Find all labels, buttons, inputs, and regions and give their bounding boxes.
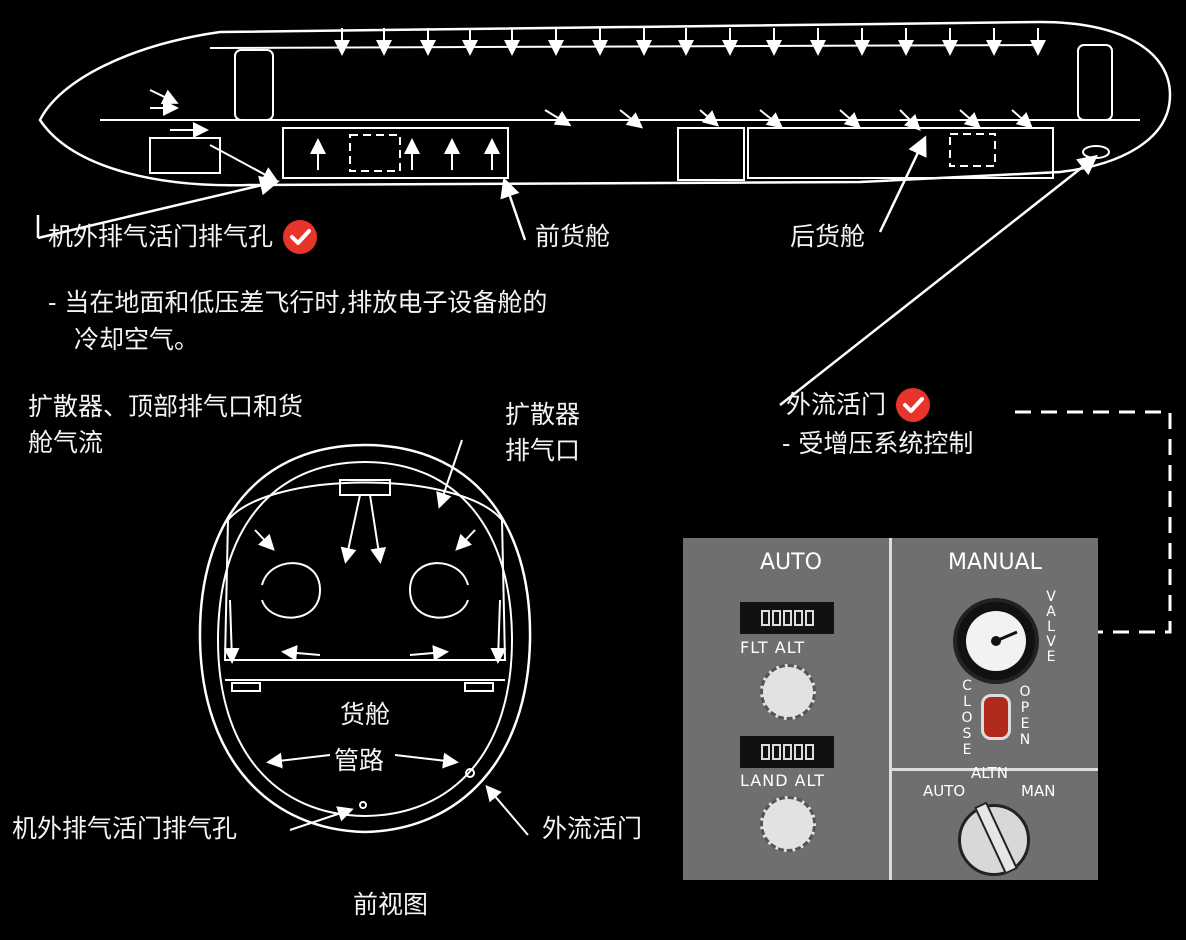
mode-selector-knob[interactable] (958, 801, 1030, 876)
exhaust-vent-label: 机外排气活门排气孔 (48, 219, 318, 256)
duct-label: 管路 (334, 746, 385, 775)
outflow-valve-front-label: 外流活门 (542, 814, 643, 843)
vent-note-line1: - 当在地面和低压差飞行时,排放电子设备舱的 (48, 288, 548, 317)
outflow-valve-label: 外流活门 (786, 387, 931, 424)
gauge-needle-icon (966, 611, 1026, 671)
outflow-valve-text: 外流活门 (786, 390, 887, 419)
airflow-title-line1: 扩散器、顶部排气口和货 (28, 392, 304, 421)
outflow-note: - 受增压系统控制 (782, 429, 974, 458)
manual-header: MANUAL (948, 550, 1042, 575)
exhaust-vent-front-label: 机外排气活门排气孔 (12, 814, 238, 843)
land-alt-knob[interactable] (760, 796, 816, 852)
mode-selector-pointer (974, 801, 1018, 875)
valve-position-gauge (953, 598, 1039, 684)
diffuser-label-line2: 排气口 (505, 436, 581, 465)
airflow-title-line2: 舱气流 (28, 428, 104, 457)
auto-header: AUTO (760, 550, 822, 575)
check-circle-icon (283, 219, 318, 254)
vent-note-line2: 冷却空气。 (74, 325, 200, 354)
flt-alt-knob[interactable] (760, 664, 816, 720)
aft-cargo-label: 后货舱 (790, 222, 866, 251)
mode-man-label: MAN (1021, 782, 1056, 800)
exhaust-vent-text: 机外排气活门排气孔 (48, 222, 274, 251)
flt-alt-display (740, 602, 834, 634)
diffuser-label-line1: 扩散器 (505, 400, 581, 429)
land-alt-display (740, 736, 834, 768)
panel-divider (892, 768, 1098, 771)
close-open-toggle[interactable] (981, 694, 1011, 740)
open-label: OPEN (1019, 684, 1031, 748)
valve-label: VALVE (1046, 589, 1056, 665)
altn-label: ALTN (971, 764, 1008, 782)
close-label: CLOSE (961, 678, 973, 758)
panel-divider (889, 538, 892, 880)
check-circle-icon (896, 387, 931, 422)
fwd-cargo-label: 前货舱 (535, 222, 611, 251)
land-alt-label: LAND ALT (740, 771, 826, 790)
flt-alt-label: FLT ALT (740, 638, 806, 657)
fuselage-side-view (36, 20, 1172, 406)
cargo-label: 货舱 (340, 700, 391, 729)
front-view-caption: 前视图 (353, 890, 429, 919)
pressurization-panel: AUTO FLT ALT LAND ALT MANUAL VALVE CLOSE… (683, 538, 1098, 880)
mode-auto-label: AUTO (923, 782, 966, 800)
